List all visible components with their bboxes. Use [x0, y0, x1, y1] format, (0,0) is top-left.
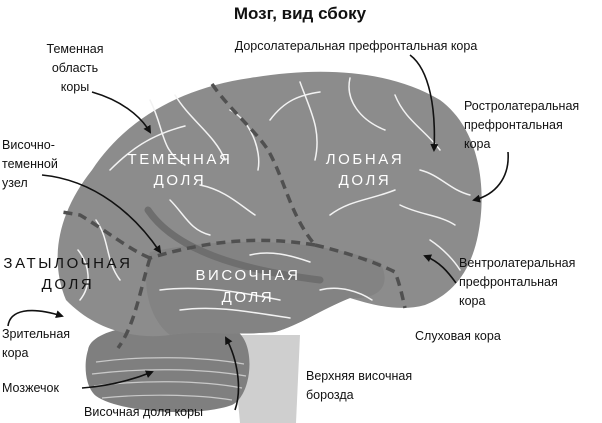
- lobe-frontal-line2: ДОЛЯ: [339, 172, 392, 189]
- arrow-parietal-cortex: [91, 91, 152, 134]
- lobe-occipital-line1: ЗАТЫЛОЧНАЯ: [3, 255, 132, 272]
- diagram-title: Мозг, вид сбоку: [234, 4, 367, 23]
- svg-text:префронтальная: префронтальная: [464, 118, 563, 132]
- label-sts: Верхняя височная борозда: [306, 369, 412, 402]
- arrow-tpj: [41, 174, 162, 254]
- arrow-cerebellum: [81, 370, 154, 389]
- svg-text:Зрительная: Зрительная: [2, 327, 70, 341]
- lobe-parietal-line2: ДОЛЯ: [154, 172, 207, 189]
- svg-text:Теменная: Теменная: [47, 42, 104, 56]
- label-visual-cortex: Зрительная кора: [2, 327, 70, 360]
- lobe-temporal-line2: ДОЛЯ: [222, 289, 275, 306]
- cerebellum: [85, 323, 250, 413]
- label-rlpfc: Ростролатеральная префронтальная кора: [464, 99, 579, 151]
- arrow-rlpfc: [472, 151, 509, 203]
- arrow-vlpfc: [423, 254, 457, 284]
- lobe-temporal-line1: ВИСОЧНАЯ: [195, 267, 300, 284]
- svg-text:узел: узел: [2, 176, 28, 190]
- svg-text:кора: кора: [464, 137, 491, 151]
- svg-text:область: область: [52, 61, 98, 75]
- svg-text:кора: кора: [2, 346, 29, 360]
- svg-text:Верхняя височная: Верхняя височная: [306, 369, 412, 383]
- svg-text:теменной: теменной: [2, 157, 58, 171]
- svg-text:Височно-: Височно-: [2, 138, 55, 152]
- svg-text:Вентролатеральная: Вентролатеральная: [459, 256, 575, 270]
- label-tpj: Височно- теменной узел: [2, 138, 58, 190]
- svg-text:Ростролатеральная: Ростролатеральная: [464, 99, 579, 113]
- svg-text:коры: коры: [61, 80, 90, 94]
- arrow-visual-cortex: [7, 309, 64, 327]
- svg-text:борозда: борозда: [306, 388, 354, 402]
- svg-text:префронтальная: префронтальная: [459, 275, 558, 289]
- label-cerebellum: Мозжечок: [2, 381, 59, 395]
- arrow-dlpfc: [409, 54, 439, 152]
- label-auditory-cortex: Слуховая кора: [415, 329, 501, 343]
- lobe-occipital-line2: ДОЛЯ: [42, 276, 95, 293]
- label-dlpfc: Дорсолатеральная префронтальная кора: [235, 39, 478, 53]
- arrow-temporal-cortex: [225, 336, 240, 411]
- label-parietal-cortex: Теменная область коры: [47, 42, 104, 94]
- svg-text:кора: кора: [459, 294, 486, 308]
- label-vlpfc: Вентролатеральная префронтальная кора: [459, 256, 575, 308]
- lobe-frontal-line1: ЛОБНАЯ: [326, 151, 405, 168]
- label-temporal-cortex: Височная доля коры: [84, 405, 203, 419]
- lobe-parietal-line1: ТЕМЕННАЯ: [128, 151, 233, 168]
